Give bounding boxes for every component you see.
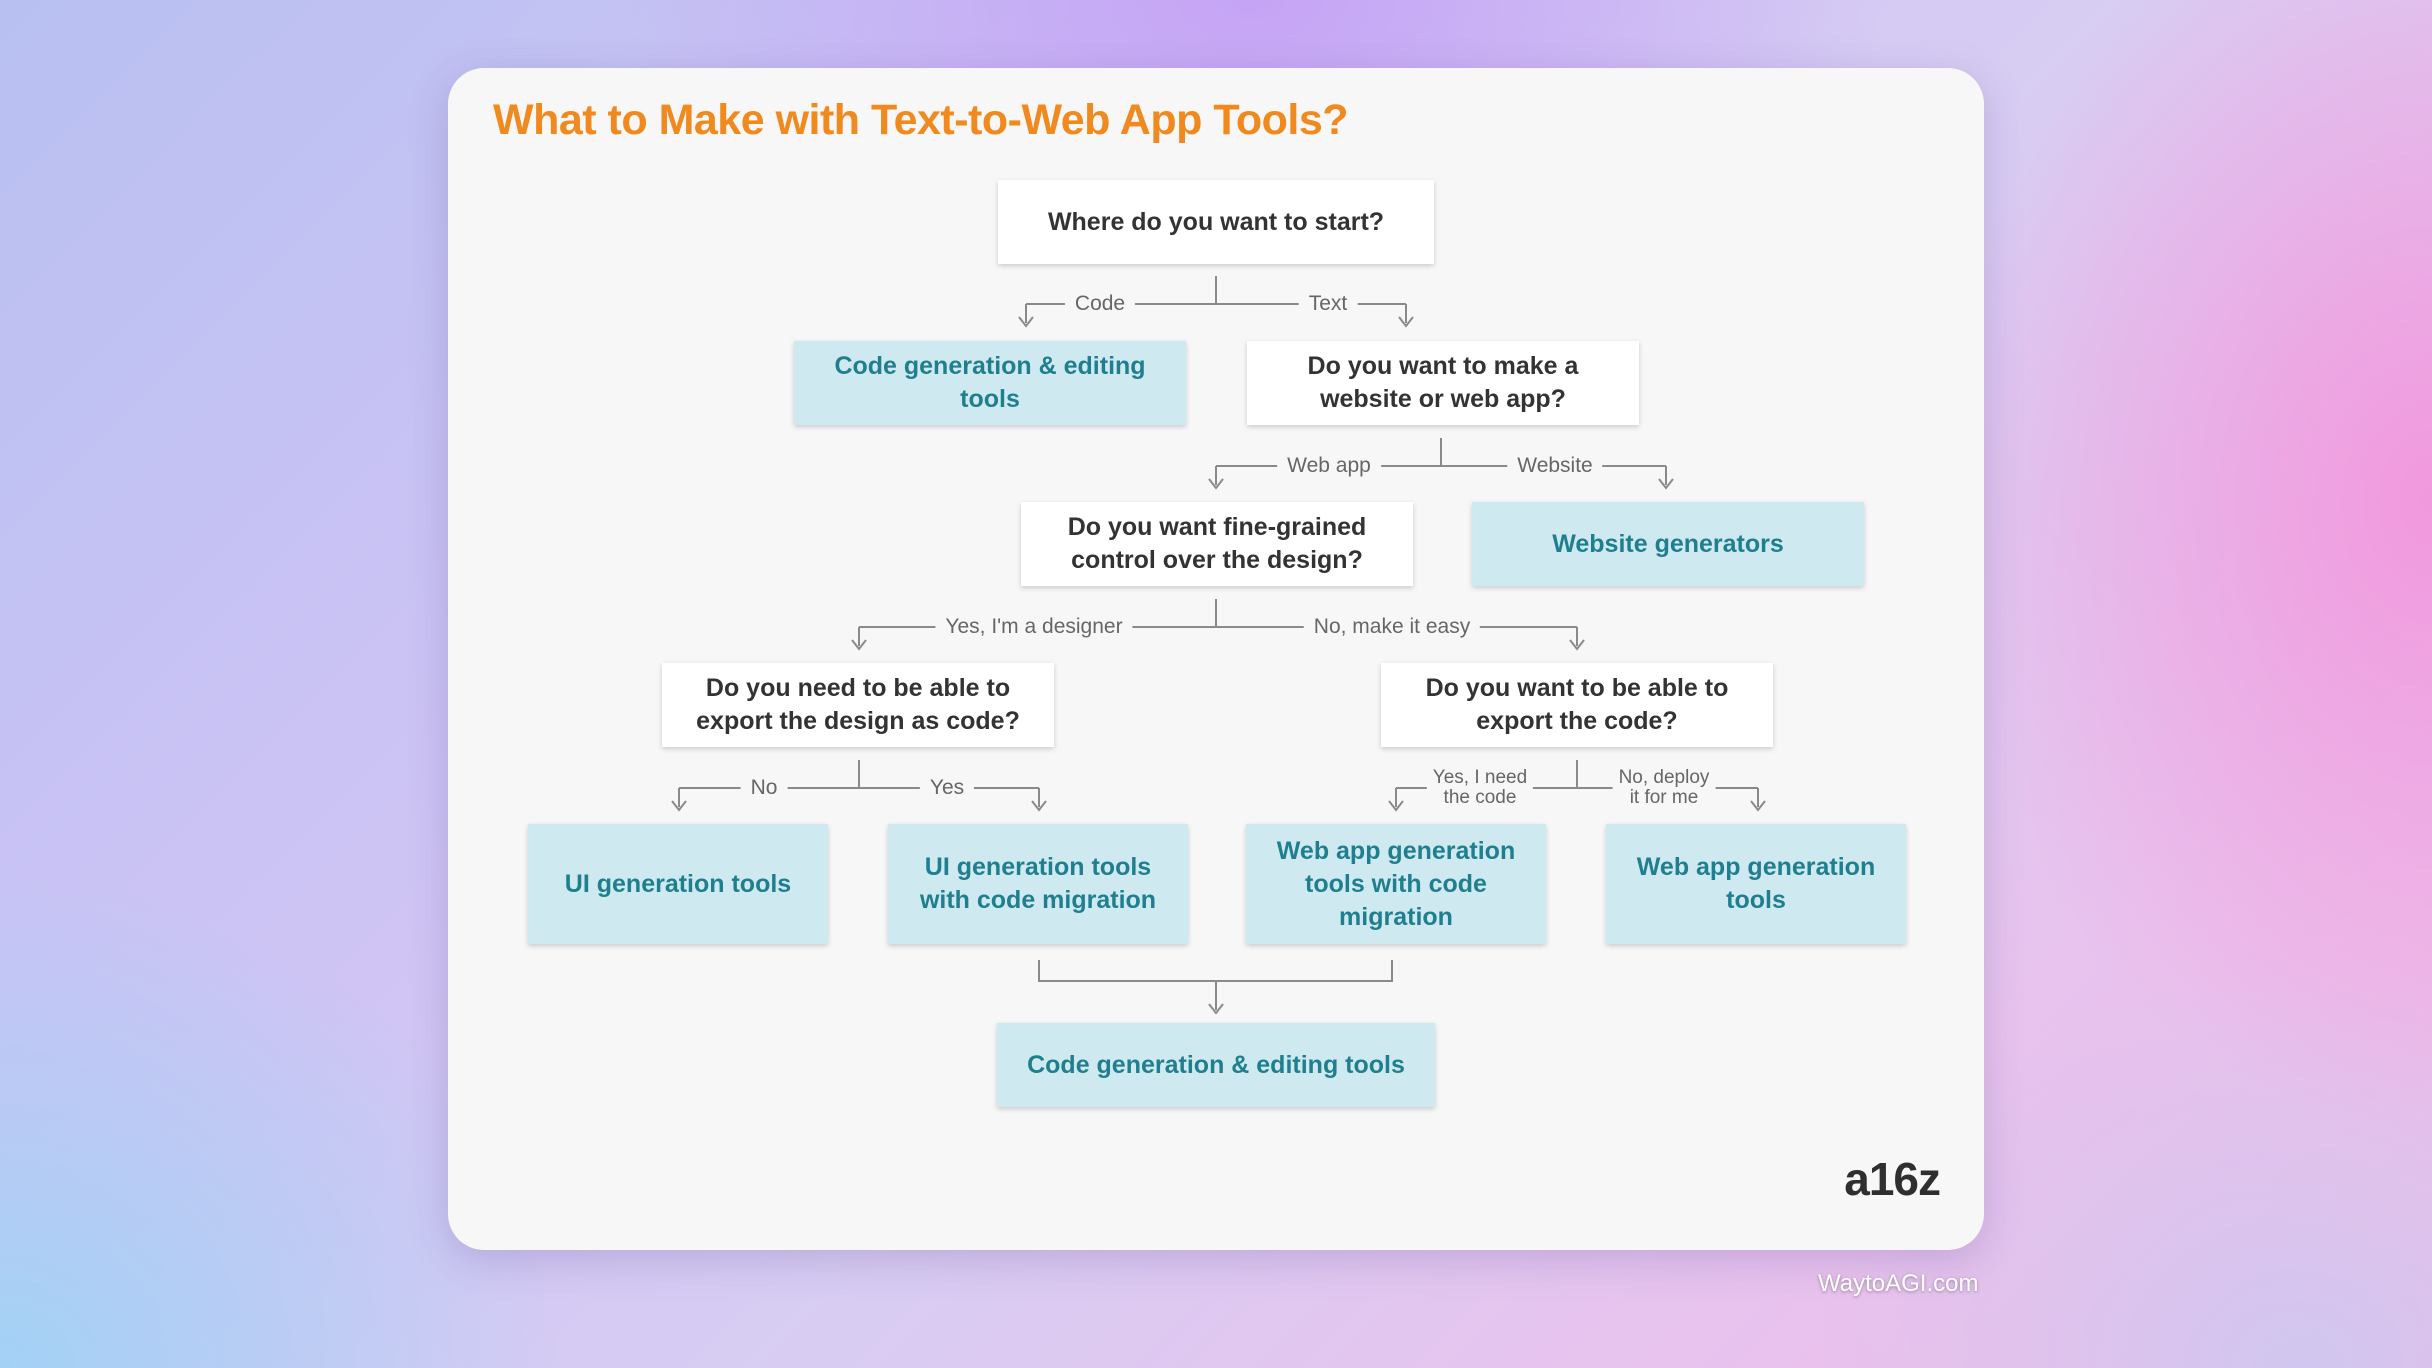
- node-fine-grained: Do you want fine-grained control over th…: [1021, 502, 1413, 586]
- node-website-generators: Website generators: [1472, 502, 1864, 586]
- node-export-design: Do you need to be able to export the des…: [662, 663, 1054, 747]
- watermark: WaytoAGI.com: [1818, 1270, 1979, 1297]
- node-ui-tools: UI generation tools: [528, 824, 828, 944]
- edge-label-code: Code: [1064, 292, 1136, 316]
- node-start: Where do you want to start?: [998, 180, 1434, 264]
- edge-label-easy: No, make it easy: [1303, 615, 1481, 639]
- diagram-title: What to Make with Text-to-Web App Tools?: [493, 96, 1349, 144]
- edge-label-web-app: Web app: [1277, 454, 1381, 478]
- edge-label-need-code: Yes, I need the code: [1426, 768, 1534, 808]
- node-webapp-tools: Web app generation tools: [1606, 824, 1906, 944]
- flowchart-card: What to Make with Text-to-Web App Tools?…: [448, 68, 1984, 1250]
- node-webapp-tools-migration: Web app generation tools with code migra…: [1246, 824, 1546, 944]
- edge-label-yes: Yes: [919, 776, 975, 800]
- a16z-logo: a16z: [1844, 1153, 1941, 1205]
- node-ui-tools-migration: UI generation tools with code migration: [888, 824, 1188, 944]
- connector-lines: [671, 276, 1766, 1015]
- edge-label-text: Text: [1298, 292, 1358, 316]
- node-code-tools-bottom: Code generation & editing tools: [997, 1023, 1435, 1107]
- edge-label-designer: Yes, I'm a designer: [935, 615, 1133, 639]
- edge-label-deploy: No, deploy it for me: [1612, 768, 1716, 808]
- edge-label-no: No: [740, 776, 788, 800]
- node-code-tools-top: Code generation & editing tools: [794, 341, 1186, 425]
- edge-label-website: Website: [1507, 454, 1603, 478]
- node-export-code: Do you want to be able to export the cod…: [1381, 663, 1773, 747]
- node-site-or-app: Do you want to make a website or web app…: [1247, 341, 1639, 425]
